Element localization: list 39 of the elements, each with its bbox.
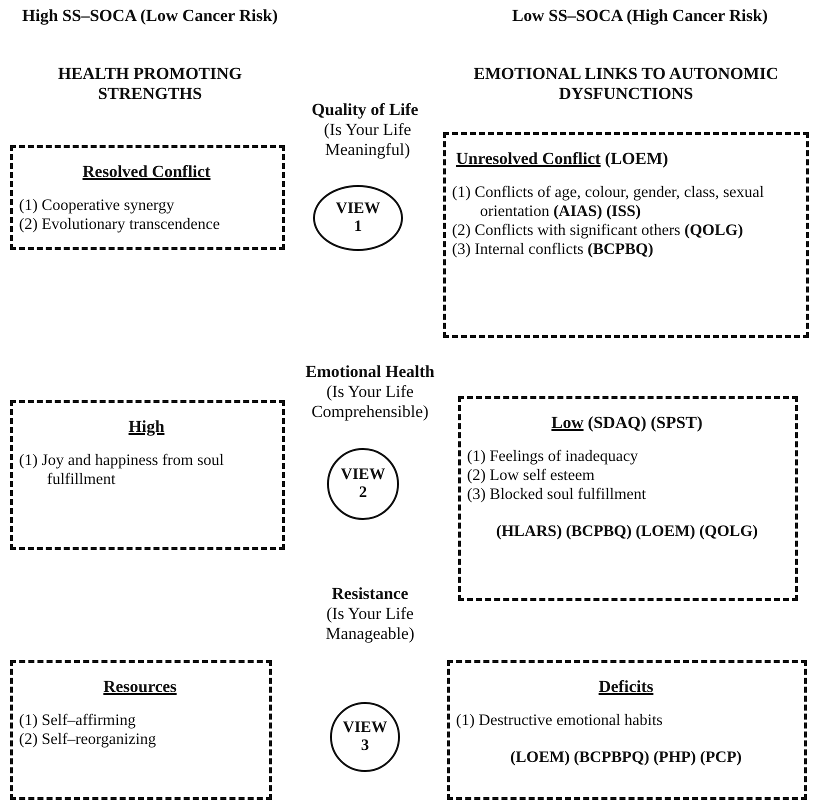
list-item: (2) Conflicts with significant others (QOLG) <box>452 221 744 240</box>
dashed-box <box>10 660 272 800</box>
list-item: (3) Internal conflicts (BCPBQ) <box>452 240 654 259</box>
list-item: (1) Cooperative synergy <box>19 196 176 215</box>
dashed-box <box>10 145 285 250</box>
view-oval: VIEW 2 <box>327 448 399 520</box>
section-heading: Quality of Life <box>310 100 420 120</box>
view-oval: VIEW 1 <box>313 185 403 251</box>
list-item: (1) Joy and happiness from soul fulfillment <box>19 451 225 489</box>
list-item: (2) Self–reorganizing <box>19 730 157 749</box>
section-heading: Resistance <box>330 584 410 604</box>
abbreviation-list: (LOEM) (BCPBPQ) (PHP) (PCP) <box>456 748 796 767</box>
list-item: (2) Evolutionary transcendence <box>19 215 221 234</box>
list-item: (2) Low self esteem <box>467 466 596 485</box>
section-heading: Emotional Health <box>304 362 436 382</box>
box-heading: Resources <box>102 677 178 697</box>
dashed-box <box>443 132 809 338</box>
column-heading: HEALTH PROMOTING STRENGTHS <box>56 64 244 104</box>
box-heading: Low (SDAQ) (SPST) <box>550 413 704 433</box>
list-item: (1) Conflicts of age, colour, gender, class, sexual orientation (AIAS) (ISS) <box>452 183 765 221</box>
box-heading: Resolved Conflict <box>82 162 212 182</box>
box-heading: High <box>128 417 166 437</box>
view-oval: VIEW 3 <box>330 702 400 772</box>
list-item: (3) Blocked soul fulfillment <box>467 485 648 504</box>
section-subheading: (Is Your Life Manageable) <box>324 604 416 644</box>
section-subheading: (Is Your Life Meaningful) <box>322 120 412 160</box>
section-subheading: (Is Your Life Comprehensible) <box>310 382 430 422</box>
list-item: (1) Destructive emotional habits <box>456 711 664 730</box>
list-item: (1) Feelings of inadequacy <box>467 447 640 466</box>
column-heading: EMOTIONAL LINKS TO AUTONOMIC DYSFUNCTIONS <box>472 64 780 104</box>
column-heading: High SS–SOCA (Low Cancer Risk) <box>21 6 279 26</box>
column-heading: Low SS–SOCA (High Cancer Risk) <box>511 6 769 26</box>
dashed-box <box>458 396 798 601</box>
list-item: (1) Self–affirming <box>19 711 137 730</box>
dashed-box <box>447 660 807 800</box>
abbreviation-list: (HLARS) (BCPBQ) (LOEM) (QOLG) <box>467 522 787 541</box>
dashed-box <box>10 400 285 550</box>
box-heading: Unresolved Conflict (LOEM) <box>455 149 670 169</box>
box-heading: Deficits <box>598 677 654 697</box>
